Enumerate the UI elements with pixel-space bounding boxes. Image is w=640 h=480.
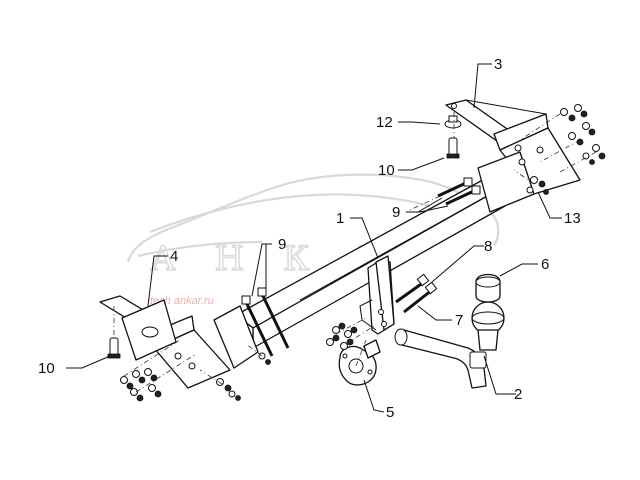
assembly-axes [113, 112, 597, 393]
right-bolts [437, 177, 481, 206]
centre-nut-stack [326, 322, 358, 350]
left-side-bracket [99, 295, 259, 389]
callout-1: 1 [336, 210, 344, 227]
callout-4: 4 [170, 248, 178, 265]
callout-13: 13 [564, 210, 581, 227]
callout-5: 5 [386, 404, 394, 421]
callout-8: 8 [484, 238, 492, 255]
right-side-bracket [445, 99, 581, 213]
tow-ball [471, 301, 505, 351]
callout-7: 7 [455, 312, 463, 329]
left-bolts [241, 287, 290, 357]
callout-labels: 1 2 3 4 5 6 7 8 9 9 10 10 12 13 [38, 56, 581, 421]
callout-6: 6 [541, 256, 549, 273]
callout-10-right: 10 [378, 162, 395, 179]
leader-lines [66, 63, 562, 413]
callout-12: 12 [376, 114, 393, 131]
socket-plate [338, 339, 381, 386]
right-nut-stack [526, 104, 606, 195]
callout-9-left: 9 [278, 236, 286, 253]
receiver-bracket [359, 255, 395, 335]
watermark-subtext: tech ankar.ru [150, 295, 214, 307]
callout-10-left: 10 [38, 360, 55, 377]
callout-3: 3 [494, 56, 502, 73]
callout-2: 2 [514, 386, 522, 403]
callout-9-right: 9 [392, 204, 400, 221]
vertical-bolts [107, 115, 462, 359]
neck-bolts [395, 273, 438, 314]
ball-cap [475, 273, 501, 303]
tow-bar-neck [394, 328, 487, 389]
